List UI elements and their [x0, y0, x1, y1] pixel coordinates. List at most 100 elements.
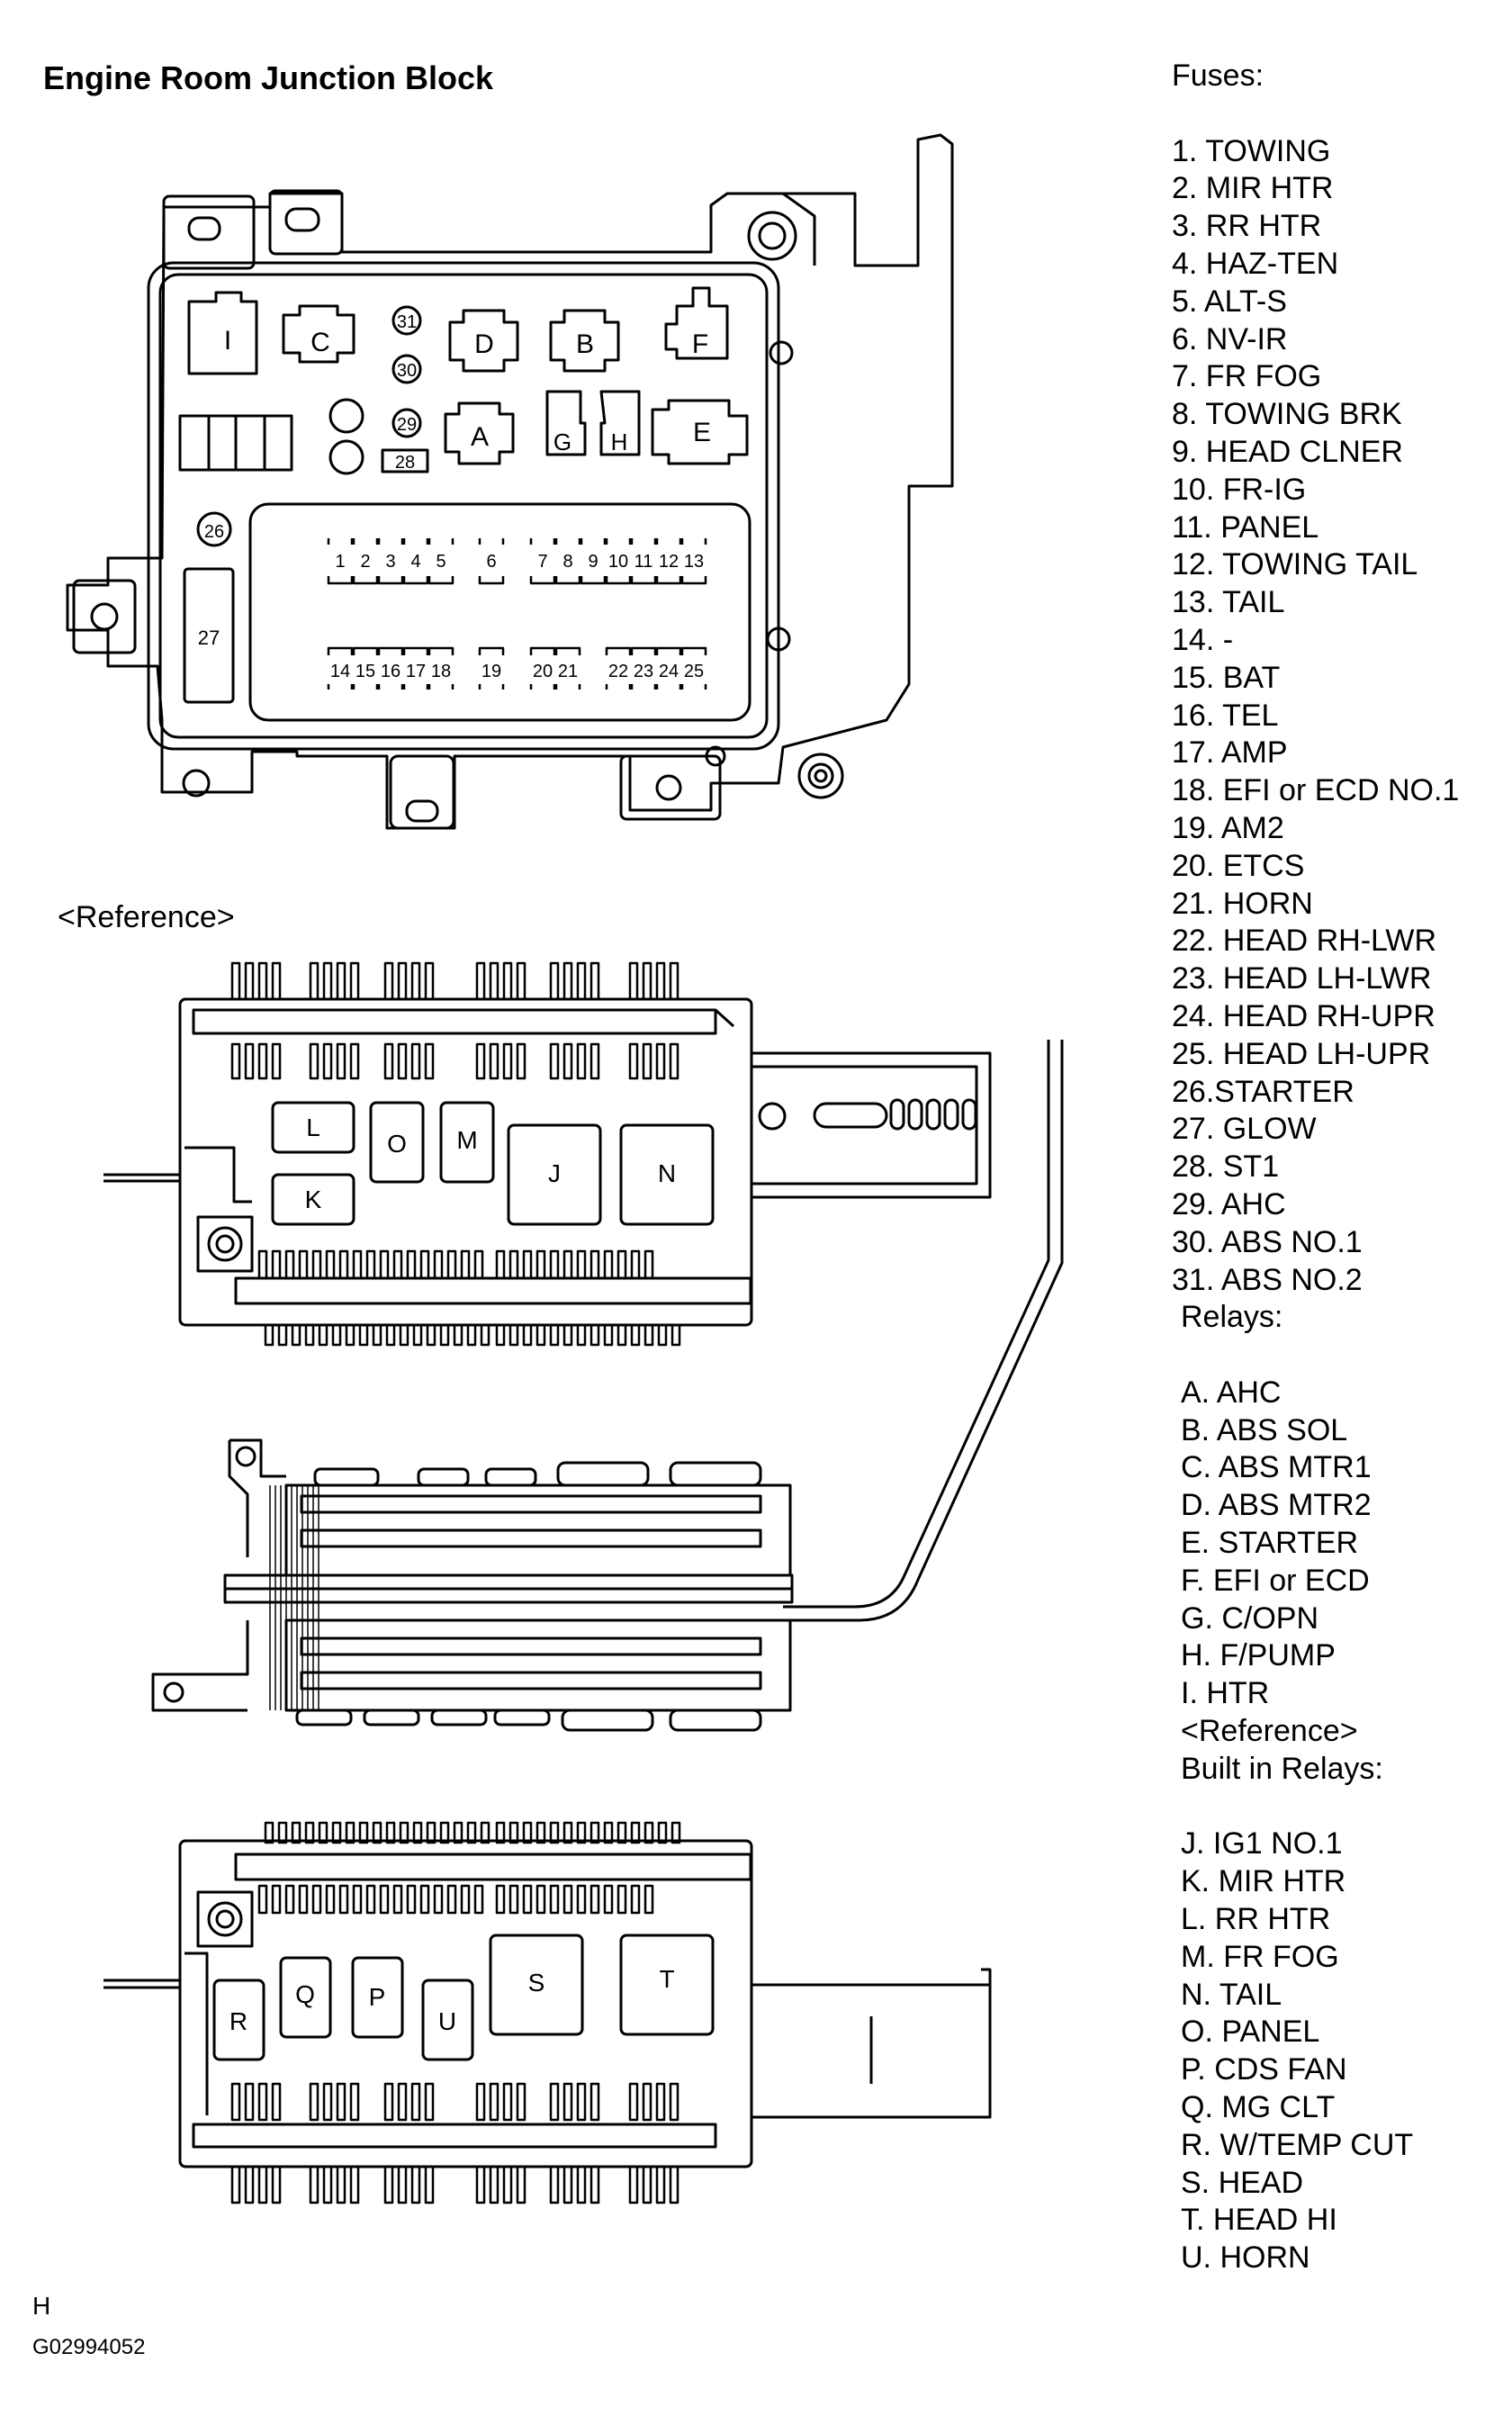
- relay-label: C: [310, 328, 330, 357]
- relay-label: M: [456, 1126, 477, 1154]
- connector-pin: [358, 1323, 369, 1347]
- connector-pin: [433, 1249, 444, 1280]
- connector-pin: [502, 961, 513, 1001]
- fuse-item: 29. AHC: [1172, 1186, 1286, 1222]
- fuse-31: [392, 305, 422, 336]
- built-in-relay-item: L. RR HTR: [1181, 1902, 1331, 1937]
- built-in-relay-item: N. TAIL: [1181, 1977, 1282, 2012]
- connector-pin: [562, 1249, 573, 1280]
- fuse-item: 2. MIR HTR: [1172, 171, 1334, 206]
- connector-pin: [576, 1249, 587, 1280]
- ref1-bracket-notch: [943, 1098, 959, 1131]
- connector-pin: [669, 2082, 680, 2122]
- fuse-number: 1: [335, 552, 345, 572]
- connector-pin: [642, 2082, 652, 2122]
- mount-hole: [187, 216, 221, 241]
- connector-pin: [322, 2082, 333, 2122]
- ref1-bolt-inner: [215, 1234, 235, 1254]
- fuse-number: 7: [537, 552, 547, 572]
- mini-fuse: [402, 646, 429, 690]
- relay-label: I: [224, 326, 231, 356]
- mini-fuse: [377, 646, 404, 690]
- connector-pin: [655, 2082, 666, 2122]
- ref2-relay-cap: [484, 1467, 537, 1487]
- connector-pin: [230, 2165, 241, 2204]
- relay-item: C. ABS MTR1: [1181, 1450, 1372, 1485]
- ref3-bracket-lip: [981, 1968, 992, 1985]
- connector-pin: [576, 961, 587, 1001]
- connector-pin: [257, 2165, 268, 2204]
- connector-pin: [628, 2082, 639, 2122]
- fuses-heading: Fuses:: [1172, 59, 1264, 93]
- relay-L: [271, 1101, 356, 1154]
- ref2-relay-cap: [417, 1467, 470, 1487]
- ref2-relay-cap: [313, 1467, 380, 1487]
- connector-pin: [383, 2165, 394, 2204]
- relay-E: [651, 399, 749, 465]
- relay-item: G. C/OPN: [1181, 1600, 1319, 1636]
- relay-C: [282, 304, 356, 364]
- bottom-hole: [182, 769, 211, 798]
- small-hole: [769, 340, 794, 365]
- relay-label: J: [548, 1159, 561, 1187]
- connector-pin: [516, 1042, 526, 1080]
- connector-pin: [655, 1042, 666, 1080]
- relay-B: [549, 309, 620, 373]
- ref2-tab-edge: [228, 1440, 249, 1557]
- bolt-boss: [747, 211, 797, 261]
- connector-pin: [644, 1821, 654, 1844]
- relays-heading: Relays:: [1181, 1300, 1283, 1335]
- fuse-number: 2: [360, 552, 370, 572]
- relay-J: [507, 1123, 602, 1226]
- connector-pin: [257, 1884, 268, 1915]
- connector-pin: [311, 1884, 322, 1915]
- mini-fuse: [352, 646, 379, 690]
- built-in-relay-item: P. CDS FAN: [1181, 2052, 1347, 2087]
- connector-pin: [670, 1323, 681, 1347]
- relay-label: A: [471, 422, 489, 452]
- connector-pin: [642, 1042, 652, 1080]
- connector-pin: [318, 1821, 328, 1844]
- relay-M: [439, 1101, 495, 1184]
- connector-pin: [284, 1249, 295, 1280]
- reference-view-bottom: R Q P U S T: [104, 1821, 992, 2204]
- connector-pin: [385, 1323, 396, 1347]
- ref1-side-bracket-inner: [752, 1065, 978, 1185]
- connector-pin: [576, 2165, 587, 2204]
- fuse-item: 30. ABS NO.1: [1172, 1224, 1363, 1259]
- built-in-relay-item: O. PANEL: [1181, 2015, 1320, 2050]
- mini-fuse: [428, 538, 454, 585]
- connector-pin: [460, 1249, 471, 1280]
- connector-pin: [536, 1249, 546, 1280]
- connector-pin: [257, 961, 268, 1001]
- ref3-bottom-rail: [192, 2123, 717, 2149]
- bolt-boss: [797, 753, 844, 799]
- connector-pin: [576, 1042, 587, 1080]
- ref1-bracket-notch: [925, 1098, 941, 1131]
- fuse-number: 22: [608, 662, 628, 681]
- relay-item: H. F/PUMP: [1181, 1638, 1336, 1673]
- connector-pin: [397, 961, 408, 1001]
- connector-pin: [655, 961, 666, 1001]
- connector-pin: [516, 961, 526, 1001]
- mini-fuse: [630, 646, 657, 690]
- fuse-item: 13. TAIL: [1172, 585, 1285, 620]
- ref-strap: [783, 1040, 1050, 1609]
- connector-pin: [365, 1249, 376, 1280]
- fuse-number: 17: [406, 662, 426, 681]
- connector-pin: [630, 1821, 641, 1844]
- mini-fuse: [478, 538, 505, 585]
- ref1-bottom-rail: [234, 1276, 752, 1305]
- connector-pin: [603, 1821, 614, 1844]
- connector-pin: [466, 1821, 477, 1844]
- fuse-item: 25. HEAD LH-UPR: [1172, 1036, 1431, 1071]
- connector-pin: [466, 1323, 477, 1347]
- connector-pin: [502, 2165, 513, 2204]
- connector-pin: [495, 1323, 506, 1347]
- fuse-number: 11: [634, 552, 653, 572]
- built-in-relay-item: U. HORN: [1181, 2240, 1310, 2276]
- relay-item: I. HTR: [1181, 1676, 1270, 1711]
- connector-pin: [590, 1821, 600, 1844]
